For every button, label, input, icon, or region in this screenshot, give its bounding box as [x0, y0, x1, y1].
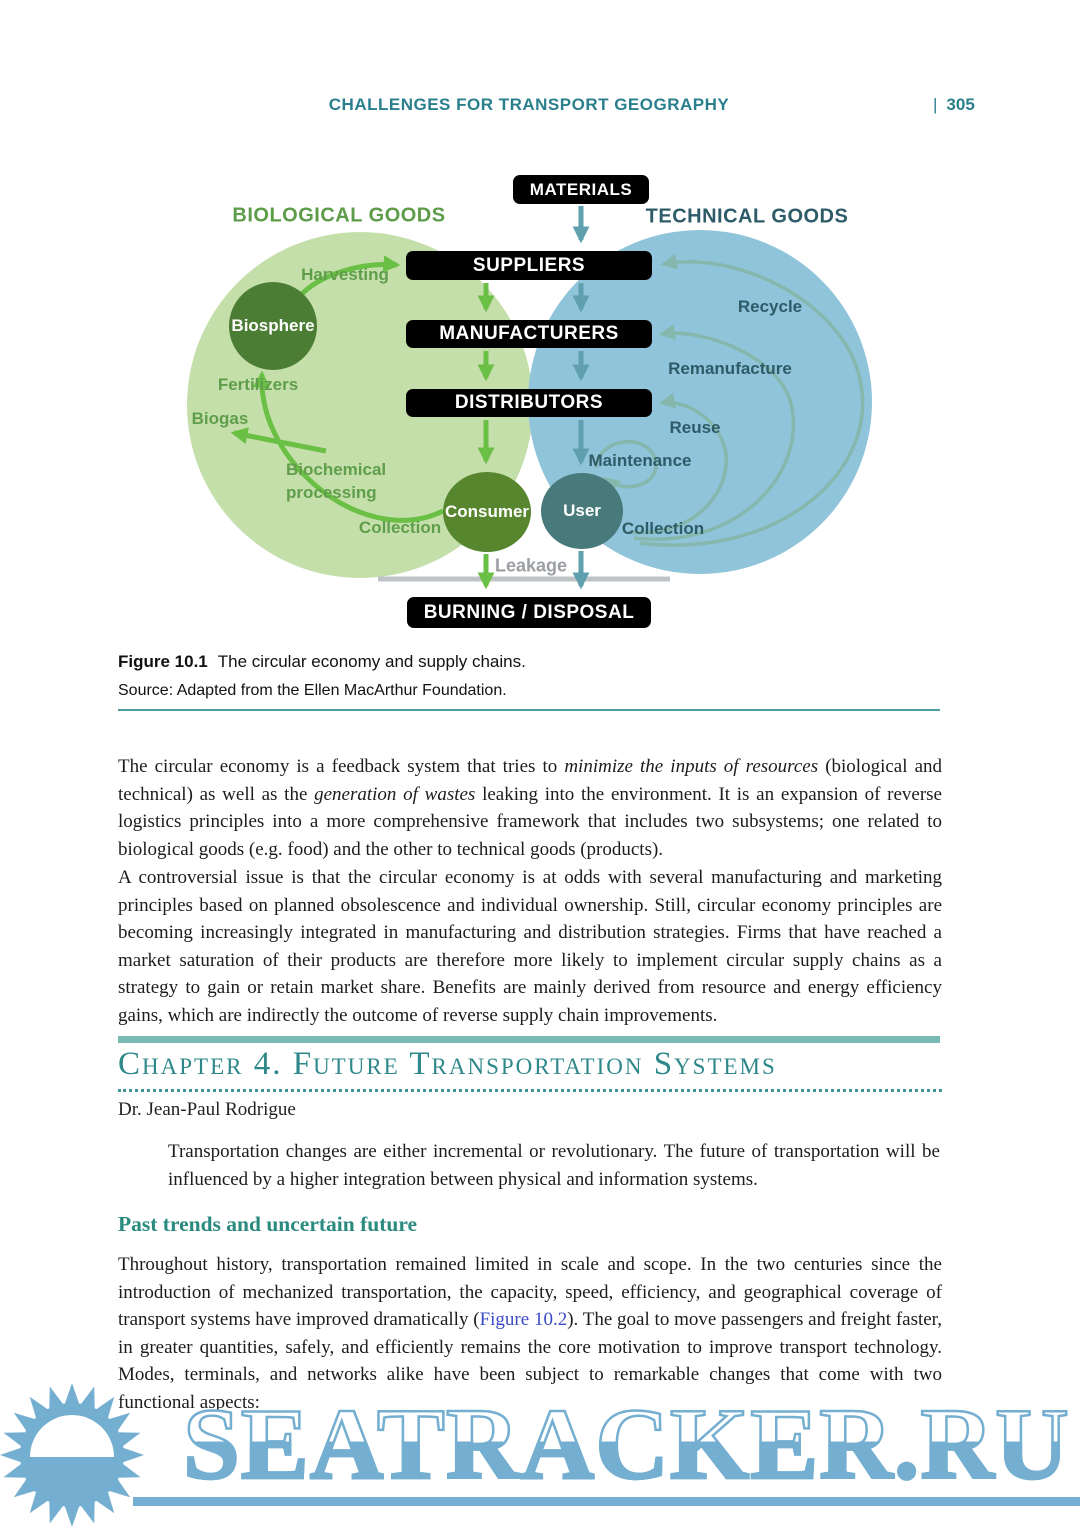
burning-disposal-box: BURNING / DISPOSAL — [407, 597, 651, 628]
biogas-branch-arrow — [230, 427, 327, 454]
maintenance-label: Maintenance — [588, 451, 692, 470]
chapter-title: Chapter 4. Future Transportation Systems — [118, 1046, 777, 1082]
fertilizers-label: Fertilizers — [217, 375, 299, 394]
biogas-label: Biogas — [191, 409, 249, 428]
distributors-box: DISTRIBUTORS — [406, 389, 652, 417]
chapter-abstract: Transportation changes are either increm… — [168, 1141, 940, 1190]
figure-source: Source: Adapted from the Ellen MacArthur… — [118, 682, 507, 699]
page-number: |305 — [933, 95, 975, 114]
figure-caption-label: Figure 10.1 — [118, 652, 208, 671]
remanufacture-label: Remanufacture — [668, 359, 792, 378]
collection-tech-label: Collection — [621, 519, 705, 538]
consumer-node: Consumer — [443, 472, 531, 552]
biological-return-arc — [252, 370, 445, 523]
recycle-label: Recycle — [737, 297, 803, 316]
recycle-arc — [639, 253, 865, 547]
biochemical-processing-label: Biochemical processing — [286, 460, 387, 502]
harvesting-label: Harvesting — [301, 265, 389, 284]
figure-caption: Figure 10.1 The circular economy and supp… — [118, 652, 526, 672]
chapter-author: Dr. Jean-Paul Rodrigue — [118, 1099, 296, 1120]
technical-goods-label: TECHNICAL GOODS — [645, 205, 849, 228]
user-node: User — [541, 473, 623, 549]
maintenance-loop — [594, 440, 658, 494]
page-number-separator: | — [933, 95, 938, 114]
reuse-label: Reuse — [669, 418, 721, 437]
collection-bio-label: Collection — [358, 518, 442, 537]
biosphere-node: Biosphere — [229, 282, 317, 370]
biological-goods-label: BIOLOGICAL GOODS — [232, 204, 446, 227]
paragraph-controversial-issue: A controversial issue is that the circul… — [118, 867, 942, 1026]
running-head: CHALLENGES FOR TRANSPORT GEOGRAPHY — [328, 95, 730, 114]
harvesting-arc — [298, 255, 401, 298]
reuse-arc — [627, 392, 728, 535]
chapter-dotted-rule — [118, 1089, 942, 1092]
paragraph-past-trends: Throughout history, transportation remai… — [118, 1254, 942, 1413]
figure-caption-text: The circular economy and supply chains. — [217, 652, 526, 671]
suppliers-box: SUPPLIERS — [406, 251, 652, 280]
caption-divider — [118, 709, 940, 711]
manufacturers-box: MANUFACTURERS — [406, 320, 652, 348]
section-subheading: Past trends and uncertain future — [118, 1212, 418, 1236]
figure-10-2-link[interactable]: Figure 10.2 — [479, 1309, 568, 1330]
materials-box: MATERIALS — [513, 175, 649, 204]
chapter-top-bar — [118, 1036, 940, 1043]
paragraph-circular-economy: The circular economy is a feedback syste… — [118, 756, 943, 860]
leakage-label: Leakage — [494, 555, 568, 576]
remanufacture-arc — [633, 324, 796, 541]
